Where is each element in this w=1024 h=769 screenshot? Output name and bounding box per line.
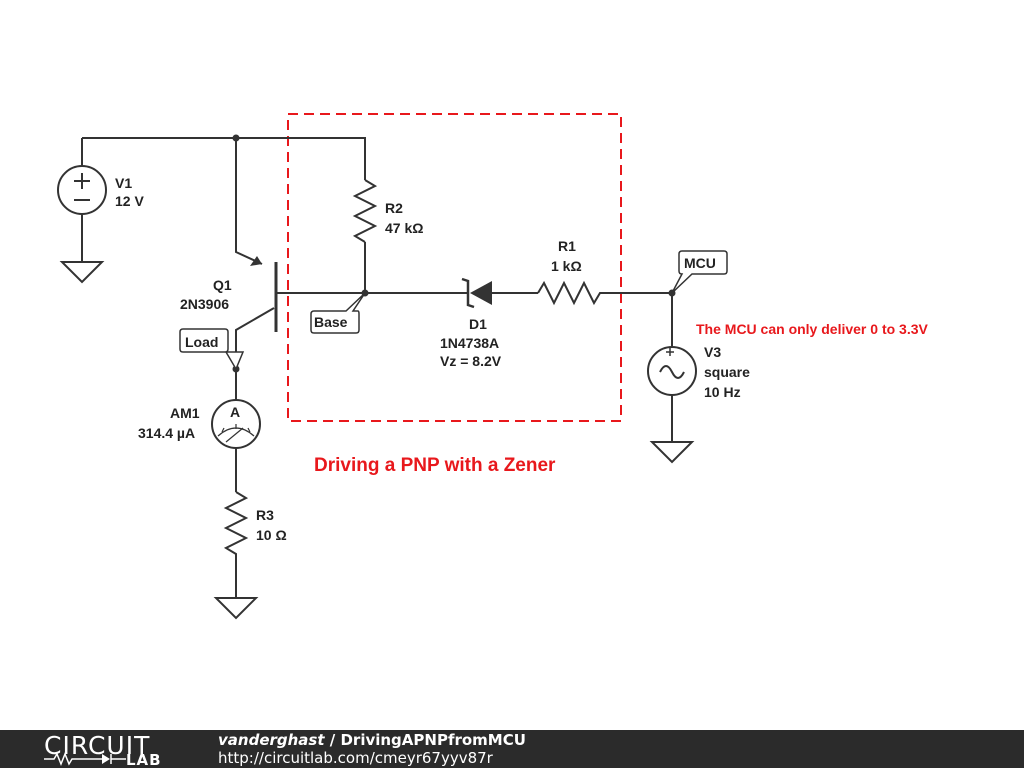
- footer-separator: /: [324, 731, 341, 749]
- d1-zener-diode[interactable]: [461, 277, 538, 309]
- am1-symbol: A: [230, 404, 240, 420]
- r3-value: 10 Ω: [256, 527, 287, 543]
- v1-ground-icon: [59, 261, 105, 284]
- r3-name: R3: [256, 507, 274, 523]
- q1-part: 2N3906: [180, 296, 229, 312]
- v3-source[interactable]: [647, 293, 697, 442]
- r3-resistor[interactable]: [223, 491, 249, 598]
- d1-vz: Vz = 8.2V: [440, 353, 502, 369]
- v1-source[interactable]: [57, 138, 107, 262]
- am1-name: AM1: [170, 405, 200, 421]
- mcu-net-tag[interactable]: MCU: [671, 250, 728, 294]
- schematic-canvas: V1 12 V R2 47 kΩ Q1 2N3906 Base D1 1N473…: [57, 113, 929, 620]
- author-link[interactable]: vanderghast: [218, 731, 325, 749]
- project-name-link[interactable]: DrivingAPNPfromMCU: [340, 731, 526, 749]
- v1-name: V1: [115, 175, 132, 191]
- base-tag-label: Base: [314, 314, 348, 330]
- r2-value: 47 kΩ: [385, 220, 423, 236]
- base-net-tag[interactable]: Base: [310, 292, 366, 334]
- d1-part: 1N4738A: [440, 335, 499, 351]
- v3-wave: square: [704, 364, 750, 380]
- r1-resistor[interactable]: [537, 280, 672, 306]
- r1-value: 1 kΩ: [551, 258, 582, 274]
- q1-transistor[interactable]: [235, 138, 365, 400]
- mcu-note: The MCU can only deliver 0 to 3.3V: [696, 321, 929, 337]
- r2-resistor[interactable]: [352, 179, 378, 293]
- r1-name: R1: [558, 238, 576, 254]
- v3-name: V3: [704, 344, 721, 360]
- r3-ground-icon: [213, 597, 259, 620]
- load-tag-label: Load: [185, 334, 218, 350]
- diagram-title: Driving a PNP with a Zener: [314, 455, 556, 476]
- v3-ground-icon: [649, 441, 695, 464]
- d1-name: D1: [469, 316, 487, 332]
- load-net-tag[interactable]: Load: [179, 328, 245, 371]
- footer-bar: CIRCUIT LAB vanderghast / DrivingAPNPfro…: [0, 730, 1024, 769]
- top-rail-wire: [82, 137, 366, 180]
- q1-name: Q1: [213, 277, 232, 293]
- v3-freq: 10 Hz: [704, 384, 741, 400]
- mcu-tag-label: MCU: [684, 255, 716, 271]
- v1-value: 12 V: [115, 193, 144, 209]
- logo-circuit-text: CIRCUIT: [44, 731, 151, 760]
- annotation-box: [287, 113, 622, 422]
- logo-waveform-icon: [44, 752, 126, 766]
- footer-project-line: vanderghast / DrivingAPNPfromMCU: [218, 731, 526, 749]
- am1-ammeter[interactable]: A: [211, 399, 261, 492]
- r2-name: R2: [385, 200, 403, 216]
- am1-reading: 314.4 µA: [138, 425, 195, 441]
- logo-lab-text: LAB: [126, 751, 162, 769]
- project-url-link[interactable]: http://circuitlab.com/cmeyr67yyv87r: [218, 749, 493, 767]
